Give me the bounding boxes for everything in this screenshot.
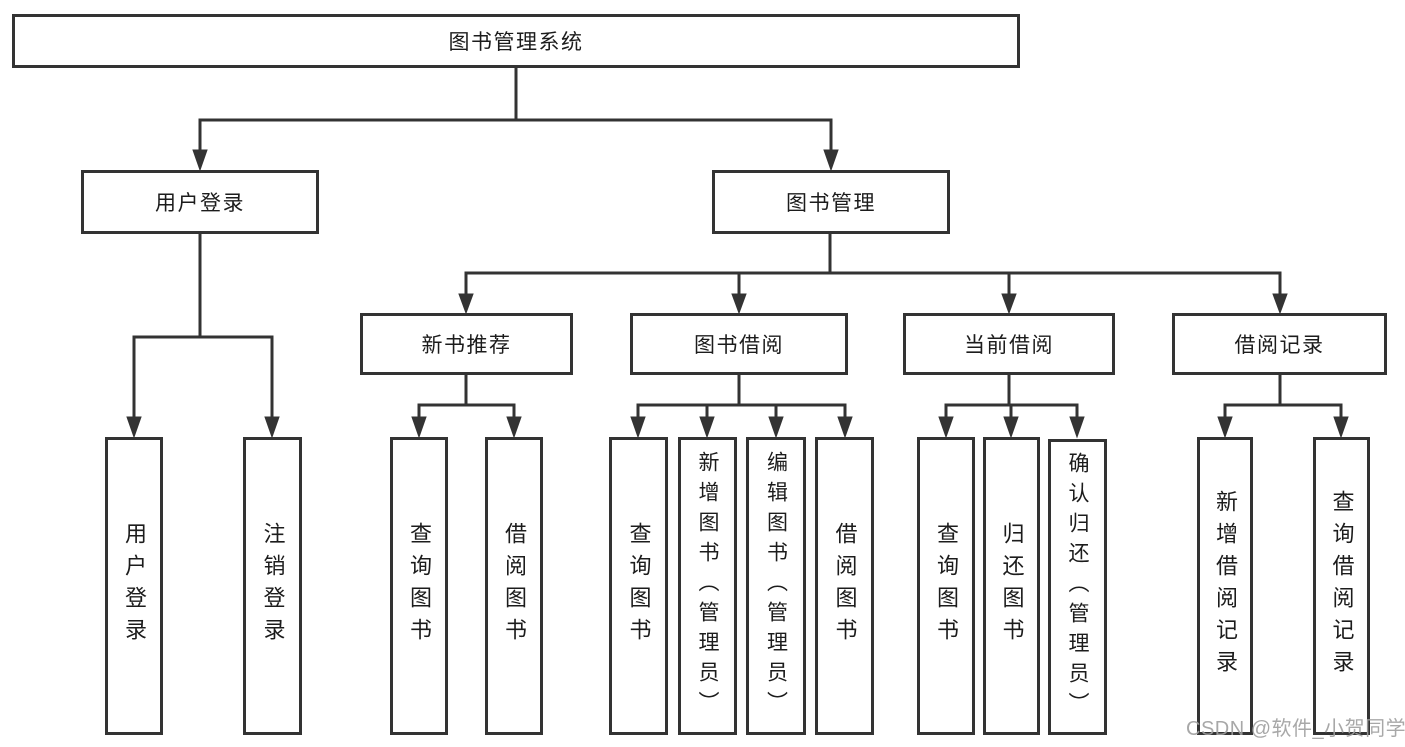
node-user-login-branch: 用户登录 [81,170,319,234]
node-leaf-borrow-books-2: 借阅图书 [815,437,874,735]
node-new-book-section: 新书推荐 [360,313,573,375]
node-leaf-query-books-3: 查询图书 [917,437,975,735]
connector-book-mgmt-branch [458,232,1288,315]
csdn-watermark: CSDN @软件_小贺同学 [1186,718,1405,740]
node-leaf-add-books-admin: 新增图书（管理员） [678,437,737,735]
node-book-mgmt-branch: 图书管理 [712,170,950,234]
node-leaf-edit-books-admin: 编辑图书（管理员） [746,437,806,735]
connector-borrow-record-section [1217,373,1349,439]
connector-new-book-section [411,373,522,439]
connector-book-borrow-section [630,373,853,439]
node-leaf-confirm-return-admin: 确认归还（管理员） [1048,439,1107,735]
node-book-borrow-section: 图书借阅 [630,313,848,375]
node-root: 图书管理系统 [12,14,1020,68]
connector-root-branch [192,66,839,172]
node-current-borrow-section: 当前借阅 [903,313,1115,375]
node-leaf-add-borrow-record: 新增借阅记录 [1197,437,1253,735]
node-leaf-query-books-1: 查询图书 [390,437,448,735]
node-leaf-logout: 注销登录 [243,437,302,735]
connector-user-login-branch [126,232,280,439]
connector-current-borrow-section [938,373,1085,439]
node-leaf-query-borrow-record: 查询借阅记录 [1313,437,1370,735]
node-leaf-return-books: 归还图书 [983,437,1040,735]
node-leaf-user-login: 用户登录 [105,437,163,735]
node-leaf-query-books-2: 查询图书 [609,437,668,735]
node-borrow-record-section: 借阅记录 [1172,313,1387,375]
node-leaf-borrow-books-1: 借阅图书 [485,437,543,735]
